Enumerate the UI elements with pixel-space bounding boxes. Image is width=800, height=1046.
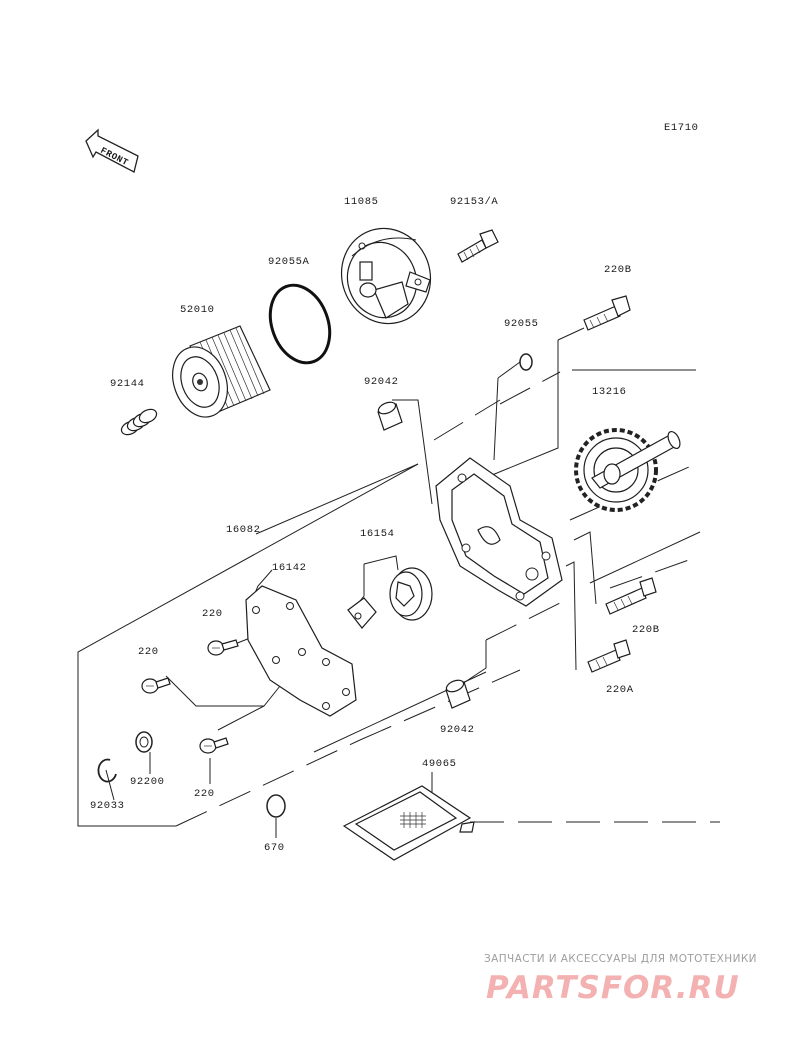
label-220-b: 220	[138, 646, 159, 658]
label-11085: 11085	[344, 196, 379, 208]
watermark-subtitle: ЗАПЧАСТИ И АКСЕССУАРЫ ДЛЯ МОТОТЕХНИКИ	[484, 953, 757, 965]
o-ring-670	[266, 794, 286, 818]
label-52010: 52010	[180, 304, 215, 316]
front-arrow-icon: FRONT	[85, 128, 139, 173]
label-92055a: 92055A	[268, 256, 310, 268]
bolt-220b-top	[583, 295, 631, 331]
label-13216: 13216	[592, 386, 627, 398]
label-670: 670	[264, 842, 285, 854]
label-92144: 92144	[110, 378, 145, 390]
label-220b-mid: 220B	[632, 624, 660, 636]
screw-220-c	[199, 737, 229, 754]
screw-220-b	[141, 677, 171, 694]
oil-filter-52010	[172, 325, 271, 418]
pump-rotor-16154	[347, 567, 433, 629]
label-16154: 16154	[360, 528, 395, 540]
bolt-220a	[587, 639, 631, 673]
spring-92144	[120, 408, 158, 436]
part-labels: 11085 92153/A 92055A 52010 92144 220B 92…	[90, 196, 660, 854]
label-92033: 92033	[90, 800, 125, 812]
watermark-brand: PARTSFOR.RU	[486, 970, 740, 1006]
label-220-a: 220	[202, 608, 223, 620]
pump-plate-16142	[245, 585, 357, 717]
gear-shaft-13216	[574, 428, 681, 512]
label-92055: 92055	[504, 318, 539, 330]
dowel-pin-92042-top	[377, 401, 403, 431]
pump-cover-11085	[340, 227, 432, 325]
screw-220-a	[207, 639, 239, 656]
label-92200: 92200	[130, 776, 165, 788]
diagram-code: E1710	[664, 122, 699, 134]
watermark: ЗАПЧАСТИ И АКСЕССУАРЫ ДЛЯ МОТОТЕХНИКИ PA…	[484, 953, 757, 1006]
oil-pump-body	[435, 457, 563, 607]
label-49065: 49065	[422, 758, 457, 770]
label-92042-bottom: 92042	[440, 724, 475, 736]
o-ring-92055	[519, 353, 533, 371]
circlip-92033	[97, 758, 117, 783]
bolt-92153a	[457, 229, 499, 263]
label-220a: 220A	[606, 684, 634, 696]
label-92153a: 92153/A	[450, 196, 498, 208]
dowel-pin-92042-bottom	[445, 679, 471, 709]
label-220b-top: 220B	[604, 264, 632, 276]
bolt-220b-mid	[605, 577, 657, 615]
oil-strainer-49065	[342, 785, 475, 861]
o-ring-92055a	[268, 283, 332, 365]
label-16142: 16142	[272, 562, 307, 574]
leader-lines	[77, 327, 720, 838]
label-220-c: 220	[194, 788, 215, 800]
label-16082: 16082	[226, 524, 261, 536]
label-92042-top: 92042	[364, 376, 399, 388]
